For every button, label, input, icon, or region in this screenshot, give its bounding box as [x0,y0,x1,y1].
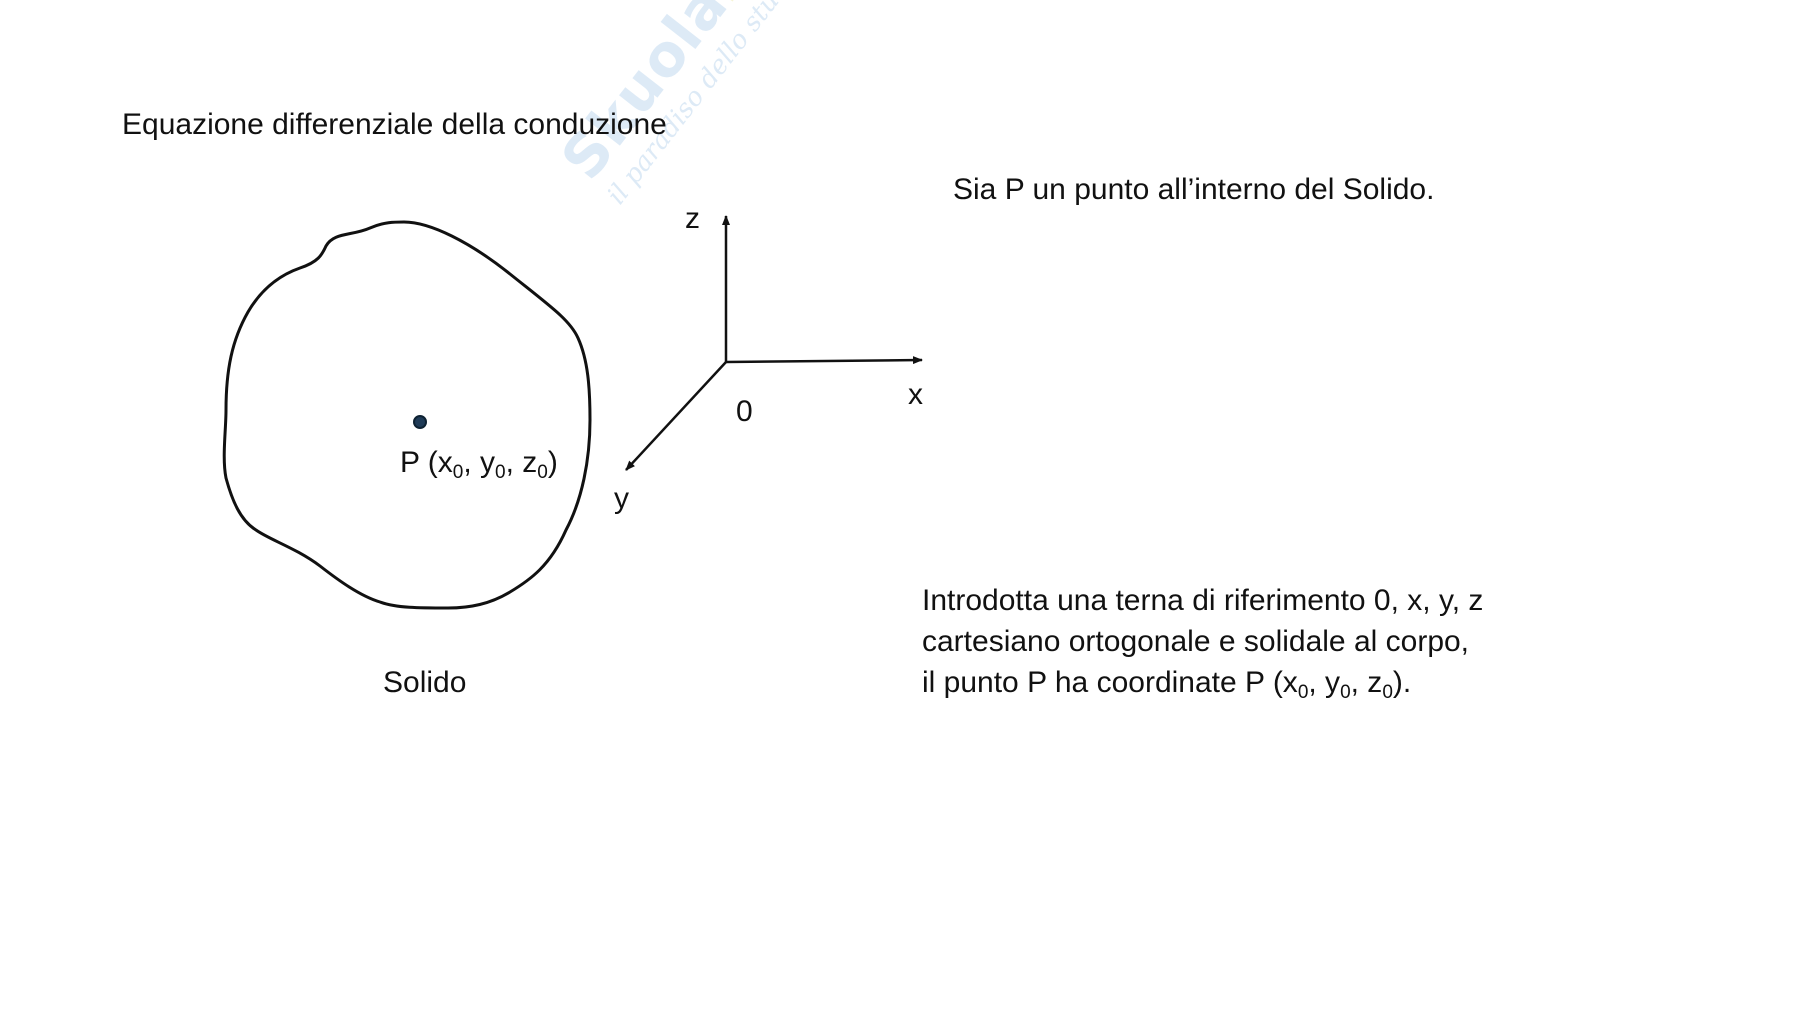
paragraph-line-3: il punto P ha coordinate P (x0, y0, z0). [922,662,1483,703]
explanation-paragraph: Introdotta una terna di riferimento 0, x… [922,580,1483,703]
point-label-suffix: ) [547,446,558,479]
point-label-sep-z: , z [505,446,538,479]
intro-text: Sia P un punto all’interno del Solido. [953,173,1435,206]
line3-sub-x: 0 [1297,682,1309,703]
point-label-sub-z: 0 [537,462,548,483]
point-p-label: P (x0, y0, z0) [400,442,558,483]
x-axis-label: x [908,378,923,411]
line3-sep-z: , z [1350,666,1383,699]
line3-sep-y: , y [1308,666,1341,699]
z-axis-label: z [685,202,700,235]
point-p-marker [413,415,427,429]
y-axis-label: y [614,482,629,515]
paragraph-line-2: cartesiano ortogonale e solidale al corp… [922,625,1470,658]
origin-label: 0 [736,395,753,428]
line3-sub-y: 0 [1340,682,1351,703]
y-axis-arrow [625,361,727,471]
line3-sub-z: 0 [1382,682,1393,703]
page-title: Equazione differenziale della conduzione [122,108,667,141]
line3-suffix: ). [1392,666,1412,699]
line3-prefix: il punto P ha coordinate P (x [922,666,1298,699]
point-label-sub-y: 0 [495,462,506,483]
paragraph-line-1: Introdotta una terna di riferimento 0, x… [922,584,1484,617]
point-label-prefix: P (x [400,446,453,479]
point-label-sub-x: 0 [452,462,464,483]
point-label-sep-y: , y [463,446,496,479]
solid-caption: Solido [383,666,467,699]
x-axis-arrow [725,356,923,365]
solid-body-outline [222,220,592,610]
